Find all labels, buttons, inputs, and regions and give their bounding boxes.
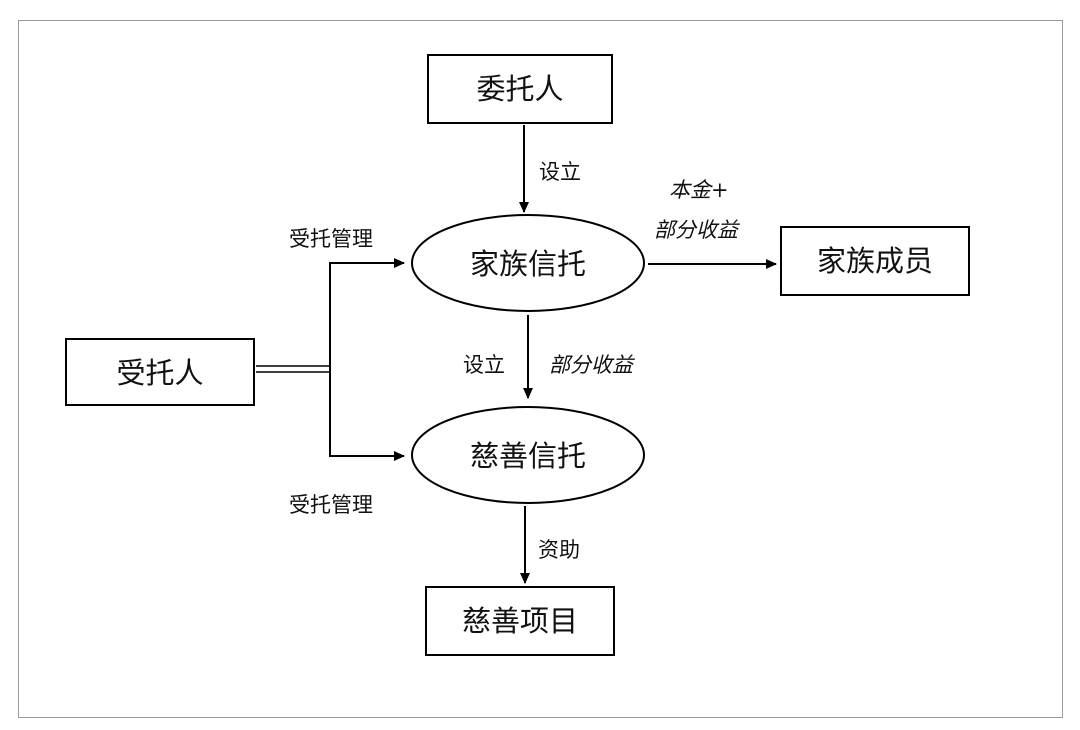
charitable-to-projects-label: 资助 [538, 538, 580, 562]
trustee-label: 受托人 [116, 356, 203, 390]
settlor-box [427, 54, 613, 124]
node-settlor: 委托人 [427, 54, 613, 124]
node-charity-projects: 慈善项目 [425, 586, 615, 656]
family-trust-to-members-label-line1: 本金+ [669, 178, 729, 202]
family-members-box [780, 226, 970, 296]
trustee-to-family-trust-label: 受托管理 [289, 227, 373, 251]
node-family-members: 家族成员 [780, 226, 970, 296]
trustee-box [65, 338, 255, 406]
trustee-to-charitable-trust-label: 受托管理 [289, 493, 373, 517]
node-family-trust: 家族信托 [411, 214, 645, 312]
trustee-to-family-trust-arrow [329, 258, 405, 369]
diagram-frame [18, 20, 1063, 718]
charity-projects-label: 慈善项目 [462, 604, 578, 638]
charitable-trust-ellipse [411, 406, 645, 504]
node-trustee: 受托人 [65, 338, 255, 406]
charity-projects-box [425, 586, 615, 656]
family-to-charitable-setup-label: 设立 [463, 353, 505, 377]
settlor-to-family-trust-label: 设立 [539, 160, 581, 184]
family-trust-to-members-label-line2: 部分收益 [654, 218, 741, 242]
charitable-trust-label: 慈善信托 [470, 439, 586, 473]
family-trust-ellipse [411, 214, 645, 312]
family-to-charitable-income-label: 部分收益 [549, 353, 636, 377]
node-charitable-trust: 慈善信托 [411, 406, 645, 504]
family-trust-label: 家族信托 [470, 247, 586, 281]
trustee-to-charitable-trust-arrow [329, 369, 405, 461]
settlor-label: 委托人 [476, 72, 563, 106]
family-members-label: 家族成员 [817, 244, 933, 278]
